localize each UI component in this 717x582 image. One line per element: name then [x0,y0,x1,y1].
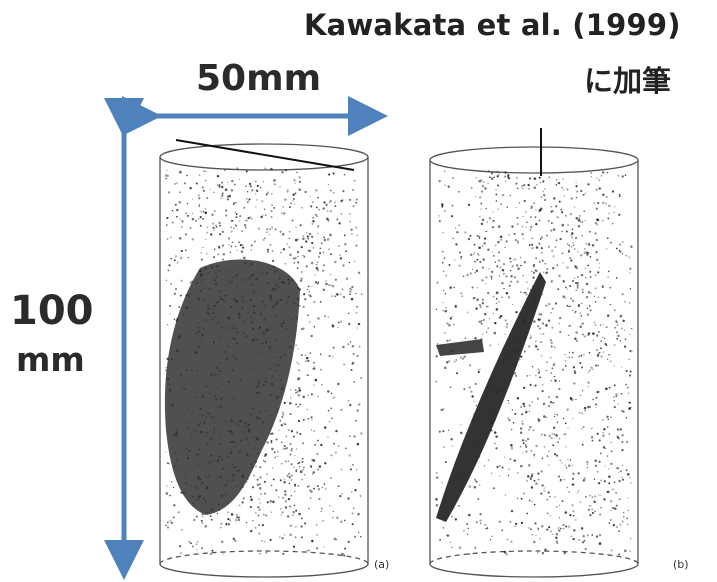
fracture-branch-b [436,339,484,356]
citation-note: に加筆 [584,64,672,98]
height-value-label: 100 [10,288,94,334]
height-unit-label: mm [16,340,85,379]
scatter-dots-a [164,167,363,557]
panel-b-label: (b) [673,558,689,571]
scatter-dots-b [435,169,633,556]
panel-a-label: (a) [374,558,390,571]
cylinder-b [429,146,639,578]
citation-text: Kawakata et al. (1999) [304,8,681,42]
cylinder-a [159,143,369,578]
fracture-zone-a [164,259,300,515]
width-label: 50mm [196,58,322,99]
fracture-plane-b [436,272,546,522]
fracture-strike-line-a [175,139,355,171]
